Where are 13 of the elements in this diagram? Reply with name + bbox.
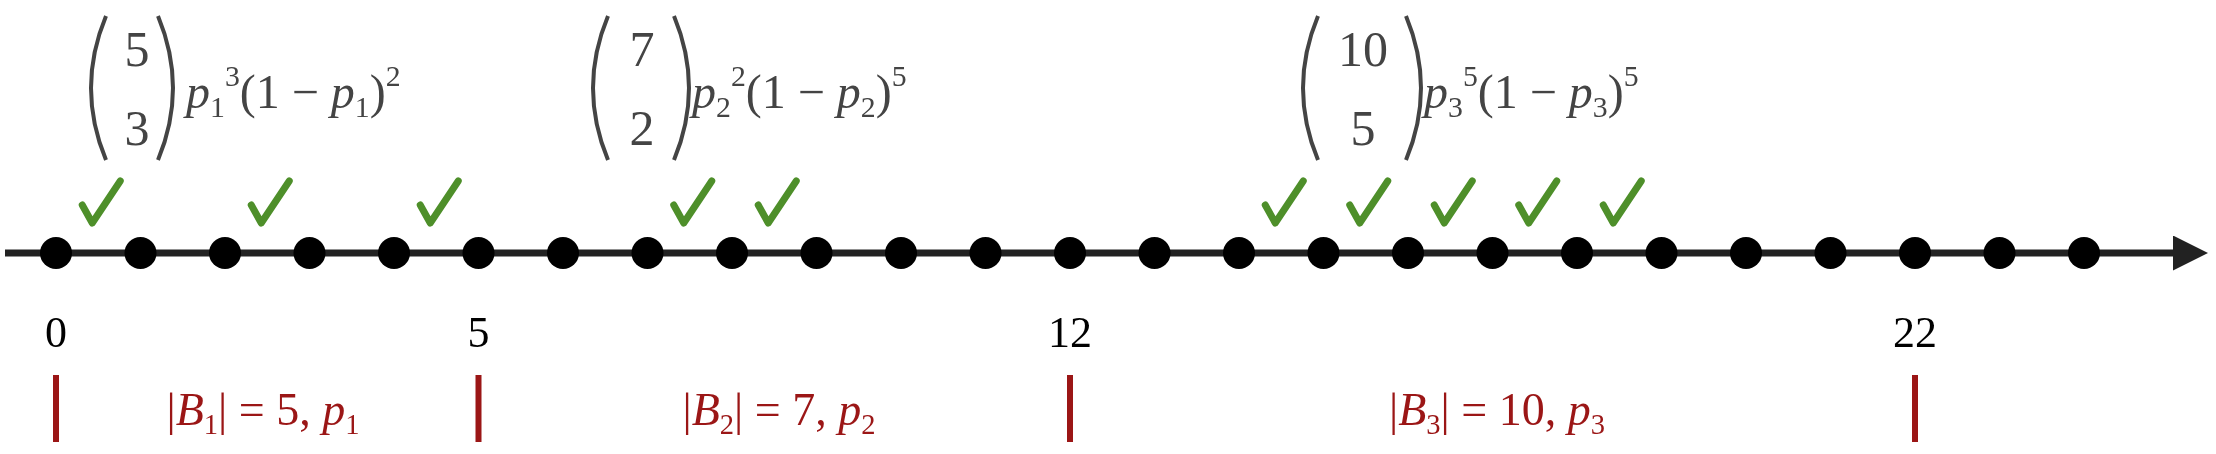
block-label: |B$_{3}$| = 10, p$_{3}$ [1389, 387, 1605, 433]
tick-label: 22 [1893, 311, 1937, 355]
binomial-top-number: 10 [1338, 24, 1388, 74]
tick-label: 0 [45, 311, 67, 355]
binomial-bottom-number: 5 [1350, 103, 1376, 153]
binomial-bottom-number: 2 [629, 103, 655, 153]
binomial-top-number: 5 [124, 24, 150, 74]
tick-label: 12 [1048, 311, 1092, 355]
block-label: |B$_{2}$| = 7, p$_{2}$ [682, 387, 876, 433]
binomial-top-number: 7 [629, 24, 655, 74]
tick-label: 5 [467, 311, 490, 355]
binomial-bottom-number: 3 [124, 103, 150, 153]
block-label: |B$_{1}$| = 5, p$_{1}$ [166, 387, 360, 433]
